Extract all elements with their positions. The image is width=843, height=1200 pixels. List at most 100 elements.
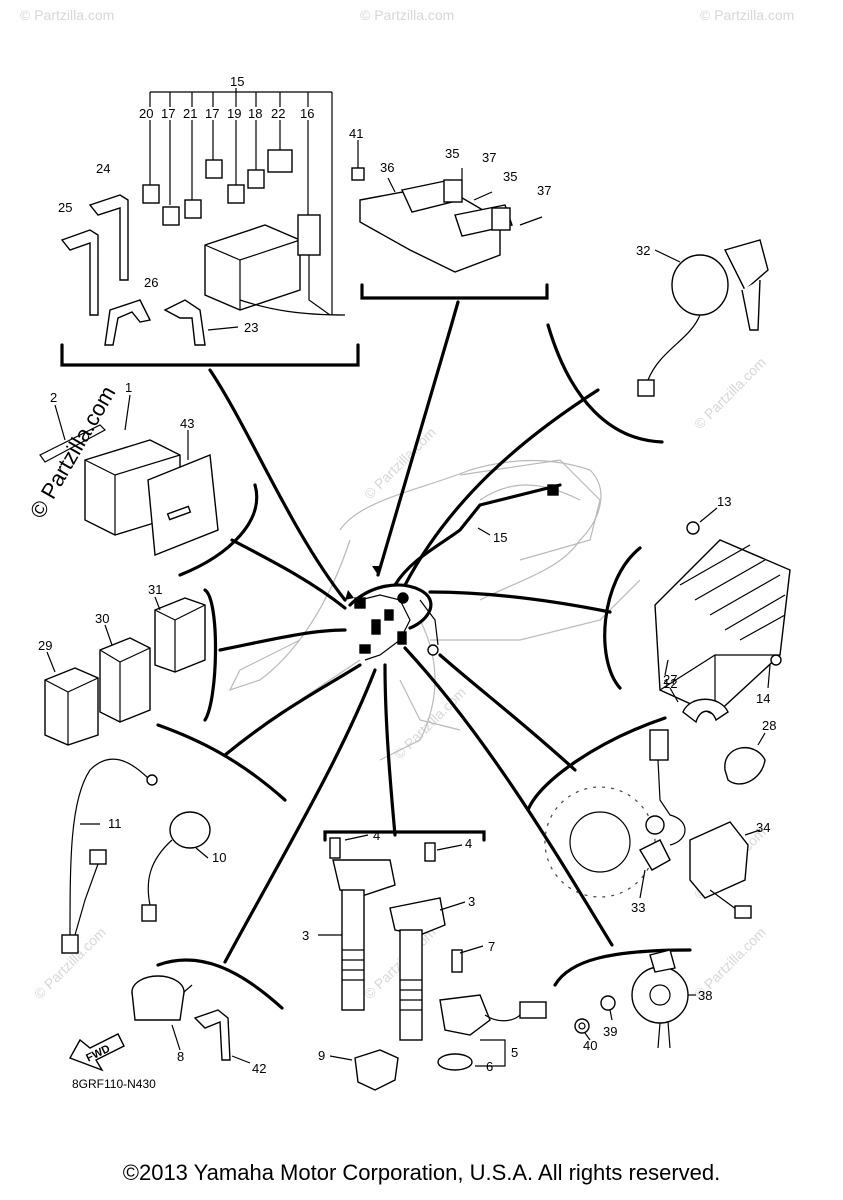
part-label: 31 (148, 582, 162, 597)
part-label: 16 (300, 106, 314, 121)
part-label: 17 (205, 106, 219, 121)
nut-icon (686, 521, 700, 535)
ignition-coil-group (318, 830, 547, 1071)
o-ring-icon (437, 1053, 473, 1071)
connector-icon (89, 849, 107, 865)
part-label: 7 (488, 939, 495, 954)
main-switch-group (546, 239, 769, 444)
part-label: 23 (244, 320, 258, 335)
part-label: 26 (144, 275, 158, 290)
part-label: 40 (583, 1038, 597, 1053)
bolt-icon (351, 167, 365, 181)
cable-sensor-group (61, 723, 287, 954)
pressure-switch-group (131, 958, 399, 1091)
part-label: 35 (503, 169, 517, 184)
part-label: 8 (177, 1049, 184, 1064)
part-label: 9 (318, 1048, 325, 1063)
connector-icon (61, 934, 79, 954)
part-label: 21 (183, 106, 197, 121)
part-label: 33 (631, 900, 645, 915)
watermark-tile: © Partzilla.com (361, 424, 439, 502)
connector-icon (519, 1001, 547, 1019)
bolt-icon (770, 654, 782, 666)
leader-lines (208, 300, 614, 964)
part-label: 22 (271, 106, 285, 121)
connector-icon (297, 214, 321, 256)
relay-icon (44, 667, 99, 746)
part-label: 13 (717, 494, 731, 509)
fuse-box-group (60, 88, 360, 367)
part-label: 35 (445, 146, 459, 161)
watermark-tile: © Partzilla.com (691, 354, 769, 432)
relay-icon (99, 637, 151, 723)
connector-icon (141, 904, 157, 922)
fuse-icon (247, 169, 265, 189)
horn-icon (631, 966, 689, 1024)
sensor-bracket-icon (689, 821, 749, 899)
part-label: 28 (762, 718, 776, 733)
switch-icon (354, 1049, 399, 1091)
rectifier-group (603, 507, 791, 716)
part-label: 1 (125, 380, 132, 395)
watermark-tile: © Partzilla.com (360, 7, 454, 23)
part-label: 42 (252, 1061, 266, 1076)
part-label: 17 (161, 106, 175, 121)
fuse-icon (267, 149, 293, 173)
part-label: 32 (636, 243, 650, 258)
motorcycle-frame-outline (228, 459, 641, 761)
part-label: 41 (349, 126, 363, 141)
fuse-icon (227, 184, 245, 204)
ecu-group (39, 394, 259, 577)
connector-icon (637, 379, 655, 397)
wheel-sensor-group (526, 687, 766, 919)
band-clamp-icon (193, 1009, 231, 1061)
watermark-tile: © Partzilla.com (20, 7, 114, 23)
part-label: 27 (663, 672, 677, 687)
part-label: 43 (180, 416, 194, 431)
part-label: 4 (465, 836, 472, 851)
central-wire-harness (348, 483, 562, 661)
bolt-icon (329, 837, 341, 859)
washer-icon (574, 1018, 590, 1034)
horn-group (553, 948, 696, 1049)
band-clamp-icon (88, 194, 129, 281)
part-label: 36 (380, 160, 394, 175)
relay-group (44, 588, 218, 746)
part-label: 15 (493, 530, 507, 545)
bolt-icon (451, 949, 463, 973)
part-label: 10 (212, 850, 226, 865)
fuse-icon (205, 159, 223, 179)
brake-disc-icon (544, 786, 656, 898)
grommet-icon (724, 747, 766, 785)
part-label: 18 (248, 106, 262, 121)
crank-sensor-icon (439, 994, 491, 1036)
band-clamp-icon (163, 299, 206, 346)
part-label: 39 (603, 1024, 617, 1039)
part-label: 37 (537, 183, 551, 198)
part-label: 30 (95, 611, 109, 626)
band-clamp-icon (104, 299, 152, 346)
nut-icon (600, 995, 616, 1011)
part-label: 20 (139, 106, 153, 121)
fuse-icon (184, 199, 202, 219)
parts-diagram: © Partzilla.com © Partzilla.com © Partzi… (20, 7, 794, 1091)
part-label: 6 (486, 1059, 493, 1074)
key-icon (723, 239, 769, 292)
clamp-icon (682, 698, 729, 724)
fuse-box-icon (204, 224, 301, 311)
part-label: 14 (756, 691, 770, 706)
watermark-tile: © Partzilla.com (391, 684, 469, 762)
sensor-icon (649, 729, 669, 761)
bolt-icon (424, 842, 436, 862)
part-label: 11 (108, 816, 122, 831)
band-clamp-icon (60, 229, 99, 316)
diagram-code: 8GRF110-N430 (72, 1077, 156, 1091)
terminal-icon (146, 774, 158, 786)
ecu-cover-icon (147, 454, 219, 556)
part-label: 38 (698, 988, 712, 1003)
part-label: 3 (302, 928, 309, 943)
part-label: 3 (468, 894, 475, 909)
part-label: 4 (373, 828, 380, 843)
part-label: 29 (38, 638, 52, 653)
part-label: 24 (96, 161, 110, 176)
